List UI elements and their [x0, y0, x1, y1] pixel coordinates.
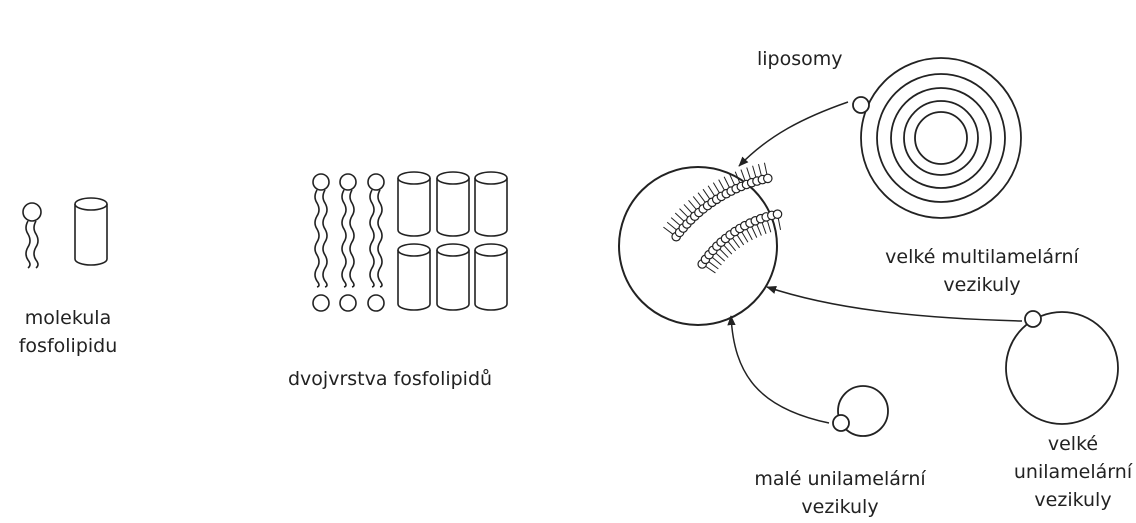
- bilayer-cylinder: [398, 172, 430, 236]
- liposomes-label: liposomy: [757, 45, 843, 73]
- bilayer-cylinder: [437, 172, 469, 236]
- arrow-from-multilamellar: [739, 102, 848, 166]
- bilayer-label: dvojvrstva fosfolipidů: [288, 365, 492, 393]
- bilayer-cylinder: [398, 244, 430, 310]
- large-multilamellar-vesicle-icon: [853, 58, 1021, 218]
- small-unilamellar-label-line1: malé unilamelární: [735, 465, 945, 493]
- bilayer-molecule: [340, 174, 356, 311]
- bilayer-cylinder: [437, 244, 469, 310]
- molecule-label-line1: molekula: [8, 304, 128, 332]
- large-unilamellar-label-line3: vezikuly: [1010, 486, 1136, 514]
- bilayer-cylinders-icon: [398, 172, 507, 310]
- magnified-membrane-icon: [619, 163, 782, 325]
- molecule-label: molekula fosfolipidu: [8, 304, 128, 360]
- cylinder-shape-icon: [75, 198, 107, 265]
- small-unilamellar-label-line2: vezikuly: [735, 493, 945, 521]
- arrow-from-small-unilamellar: [731, 316, 829, 423]
- small-unilamellar-label: malé unilamelární vezikuly: [735, 465, 945, 521]
- large-unilamellar-label-line1: velké: [1010, 430, 1136, 458]
- bilayer-cylinder: [475, 172, 507, 236]
- bilayer-molecules-icon: [313, 174, 384, 311]
- large-multilamellar-label: velké multilamelární vezikuly: [862, 243, 1102, 299]
- large-multilamellar-label-line2: vezikuly: [862, 271, 1102, 299]
- bilayer-cylinder: [475, 244, 507, 310]
- large-unilamellar-label: velké unilamelární vezikuly: [1010, 430, 1136, 514]
- bilayer-molecule: [313, 174, 329, 311]
- phospholipid-molecule-icon: [23, 203, 41, 268]
- large-multilamellar-label-line1: velké multilamelární: [862, 243, 1102, 271]
- bilayer-molecule: [368, 174, 384, 311]
- molecule-label-line2: fosfolipidu: [8, 332, 128, 360]
- small-unilamellar-vesicle-icon: [833, 386, 888, 436]
- large-unilamellar-vesicle-icon: [1006, 311, 1118, 424]
- large-unilamellar-label-line2: unilamelární: [1010, 458, 1136, 486]
